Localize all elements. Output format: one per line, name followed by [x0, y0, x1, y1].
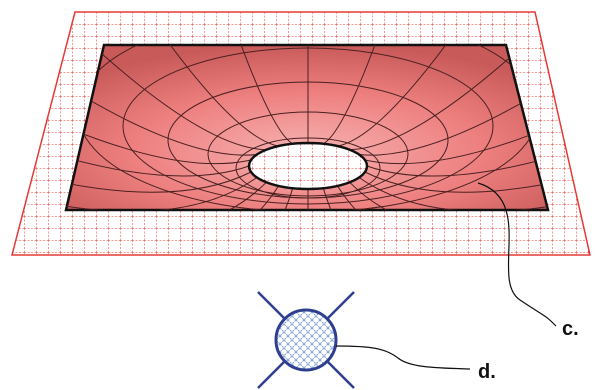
callout-c-line	[477, 182, 557, 327]
mesh-radial	[66, 91, 252, 165]
mesh-radial	[66, 163, 252, 193]
mesh-radial	[349, 181, 542, 210]
mesh-radial	[323, 45, 394, 145]
central-hole	[247, 141, 369, 191]
mesh-radial	[358, 177, 548, 210]
callout-label-d: d.	[478, 361, 496, 383]
mesh-radial	[337, 185, 474, 210]
mesh-radial	[74, 45, 267, 151]
mesh-radial	[337, 45, 474, 147]
mesh-radial	[74, 181, 267, 210]
crossed-circle-symbol	[257, 291, 355, 389]
callout-d-line	[335, 345, 471, 370]
mesh-radial	[66, 57, 257, 156]
mesh-radial	[322, 188, 394, 210]
mesh-radial	[359, 57, 548, 156]
mesh-radial	[66, 177, 258, 210]
mesh-radial	[142, 185, 279, 210]
mesh-radial	[364, 163, 548, 193]
mesh-radial	[142, 45, 279, 147]
callout-label-c: c.	[562, 318, 579, 340]
mesh-radial	[364, 91, 548, 165]
mesh-radial	[366, 127, 548, 177]
mesh-radial	[222, 188, 294, 210]
mesh-radial	[66, 127, 250, 177]
mesh-radial	[222, 45, 293, 145]
